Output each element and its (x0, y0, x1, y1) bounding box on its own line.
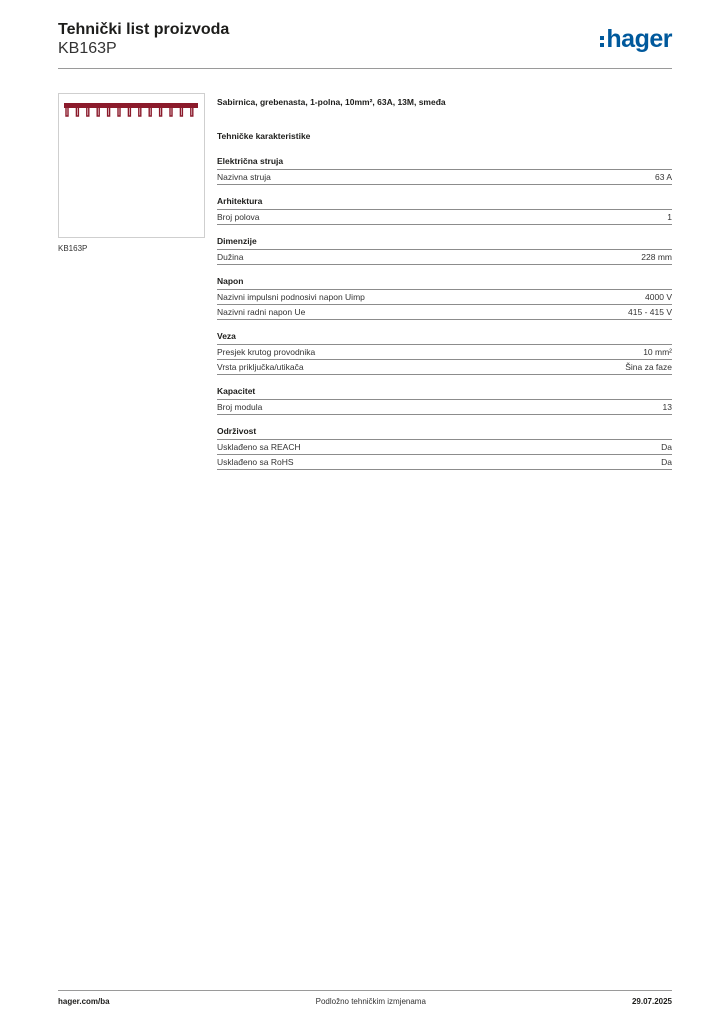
spec-label: Nazivna struja (217, 172, 271, 182)
spec-label: Usklađeno sa REACH (217, 442, 301, 452)
spec-row: Presjek krutog provodnika 10 mm² (217, 345, 672, 360)
tech-characteristics-heading: Tehničke karakteristike (217, 131, 311, 141)
spec-row: Nazivni radni napon Ue 415 - 415 V (217, 305, 672, 320)
product-image-frame (58, 93, 205, 238)
busbar-pin (138, 108, 142, 117)
busbar-pin (86, 108, 90, 117)
footer-date: 29.07.2025 (631, 997, 672, 1006)
footer-divider (58, 990, 672, 991)
spec-label: Nazivni radni napon Ue (217, 307, 306, 317)
busbar-pin (158, 108, 163, 117)
product-image-caption: KB163P (58, 244, 88, 253)
busbar-pin (179, 108, 184, 117)
spec-value: 10 mm² (643, 347, 672, 357)
spec-row: Vrsta priključka/utikača Šina za faze (217, 360, 672, 375)
spec-group-title: Kapacitet (217, 386, 672, 400)
spec-value: Da (661, 457, 672, 467)
spec-row: Broj modula 13 (217, 400, 672, 415)
busbar-pin (169, 108, 173, 117)
page-title: Tehnički list proizvoda (58, 21, 230, 38)
spec-group-title: Dimenzije (217, 236, 672, 250)
busbar-bar (64, 103, 198, 108)
product-description: Sabirnica, grebenasta, 1-polna, 10mm², 6… (217, 97, 446, 107)
header-divider (58, 68, 672, 69)
product-code: KB163P (58, 40, 117, 57)
spec-row: Dužina 228 mm (217, 250, 672, 265)
logo-dots-icon (600, 35, 605, 47)
spec-label: Broj modula (217, 402, 263, 412)
spec-label: Presjek krutog provodnika (217, 347, 316, 357)
spec-label: Broj polova (217, 212, 260, 222)
busbar-pin (117, 108, 121, 117)
busbar-pin (127, 108, 132, 117)
spec-row: Nazivni impulsni podnosivi napon Uimp 400… (217, 290, 672, 305)
busbar-pin (106, 108, 111, 117)
spec-group-title: Održivost (217, 426, 672, 440)
busbar-pin (65, 108, 69, 117)
page-header: Tehnički list proizvoda KB163P (58, 20, 229, 58)
logo-text: hager (606, 25, 672, 53)
footer-website: hager.com/ba (58, 997, 110, 1006)
spec-value: Da (661, 442, 672, 452)
spec-value: 415 - 415 V (628, 307, 672, 317)
page-footer: hager.com/ba Podložno tehničkim izmjenam… (58, 997, 672, 1006)
spec-row: Broj polova 1 (217, 210, 672, 225)
spec-value: 228 mm (641, 252, 672, 262)
hager-logo: hager (600, 26, 672, 52)
spec-label: Usklađeno sa RoHS (217, 457, 294, 467)
specifications: Sabirnica, grebenasta, 1-polna, 10mm², 6… (217, 96, 672, 481)
spec-group-title: Arhitektura (217, 196, 672, 210)
spec-group-title: Napon (217, 276, 672, 290)
spec-row: Usklađeno sa REACH Da (217, 440, 672, 455)
spec-label: Dužina (217, 252, 244, 262)
spec-group-title: Veza (217, 331, 672, 345)
spec-value: Šina za faze (625, 362, 672, 372)
footer-note: Podložno tehničkim izmjenama (315, 997, 426, 1006)
spec-group-title: Električna struja (217, 156, 672, 170)
spec-value: 4000 V (645, 292, 672, 302)
spec-value: 13 (662, 402, 672, 412)
busbar-comb-image (64, 103, 198, 117)
spec-row: Usklađeno sa RoHS Da (217, 455, 672, 470)
spec-value: 1 (667, 212, 672, 222)
busbar-pin (96, 108, 100, 117)
spec-row: Nazivna struja 63 A (217, 170, 672, 185)
spec-value: 63 A (654, 172, 672, 182)
busbar-pin (75, 108, 80, 117)
spec-label: Nazivni impulsni podnosivi napon Uimp (217, 292, 365, 302)
busbar-pin (148, 108, 152, 117)
spec-label: Vrsta priključka/utikača (217, 362, 304, 372)
busbar-pin (190, 108, 194, 117)
